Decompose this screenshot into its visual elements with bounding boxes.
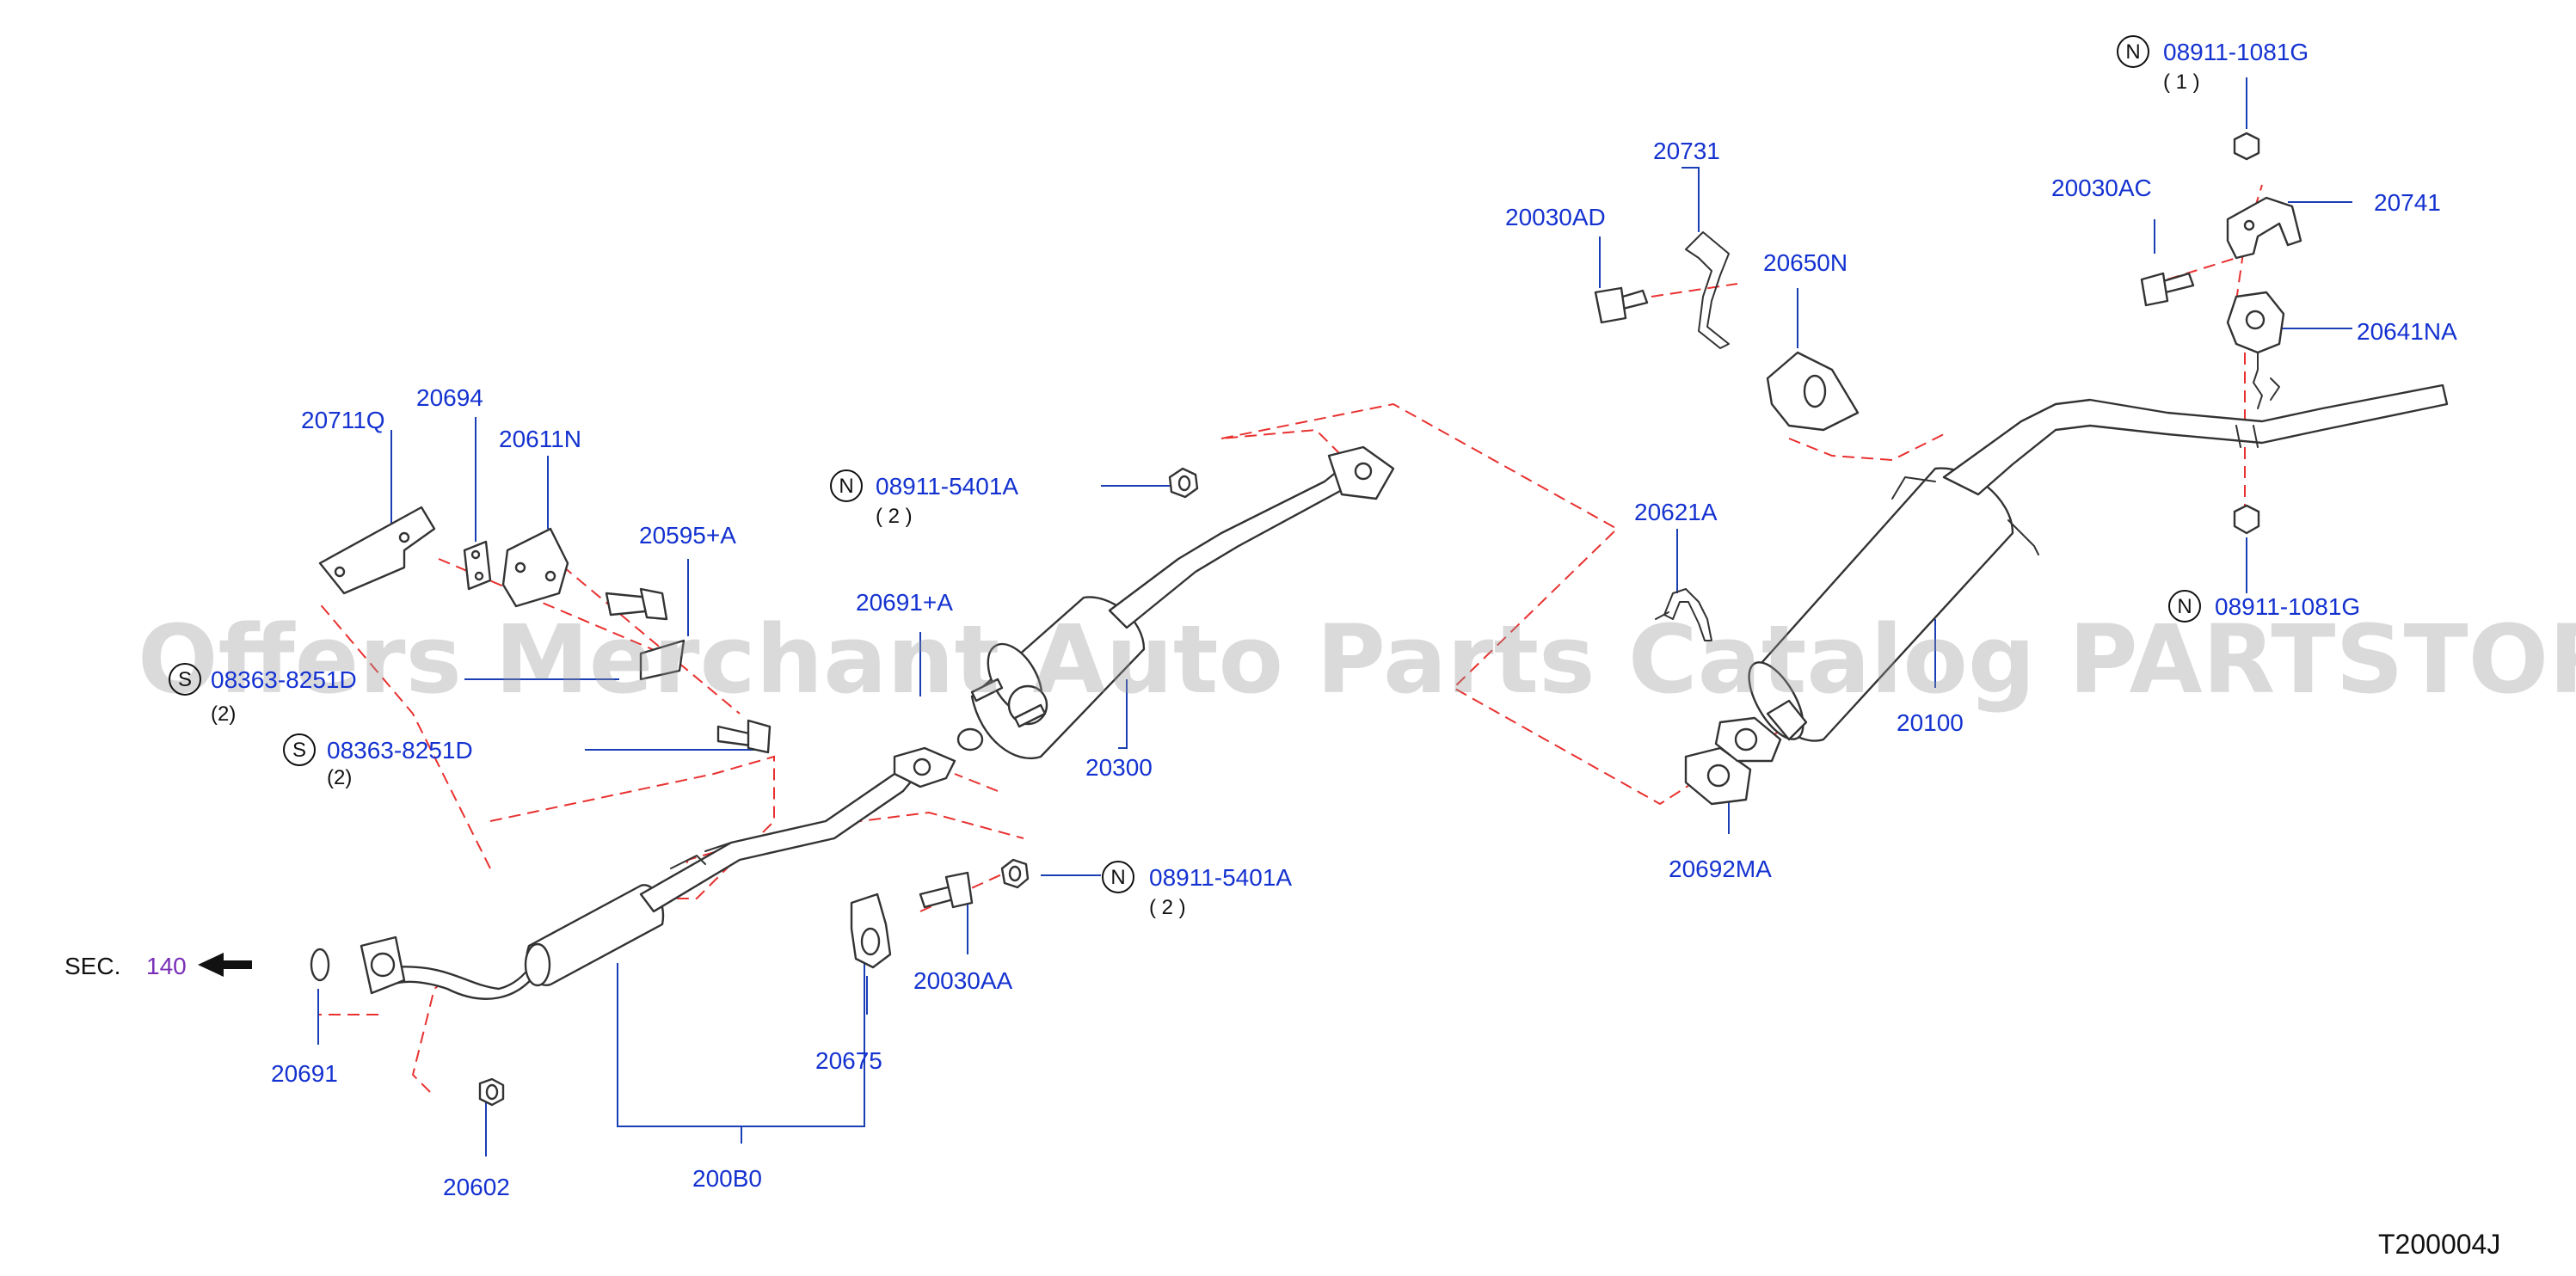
n-symbol-icon: [1102, 861, 1134, 893]
callout-20641na[interactable]: 20641NA: [2357, 318, 2457, 345]
bolt-20595a[interactable]: [605, 587, 668, 621]
callout-n2-symbol: N: [1110, 866, 1125, 889]
callout-08911-1081g-upper[interactable]: 08911-1081G: [2163, 39, 2309, 65]
insulator-20650n[interactable]: [1766, 351, 1860, 432]
nut-08911-5401a-upper[interactable]: [1168, 467, 1199, 499]
callout-08911-5401a-upper[interactable]: 08911-5401A: [876, 473, 1018, 500]
front-tube-200b0[interactable]: [360, 746, 956, 1000]
n-symbol-icon: [2117, 35, 2149, 68]
callout-20691[interactable]: 20691: [271, 1060, 338, 1087]
bolt-20030aa[interactable]: [919, 871, 974, 909]
bolt-08363-8251d[interactable]: [716, 719, 772, 754]
bracket-20741[interactable]: [2226, 196, 2302, 260]
callout-20691a[interactable]: 20691+A: [856, 589, 953, 616]
hanger-20675[interactable]: [850, 893, 892, 969]
bracket-20731[interactable]: [1685, 231, 1730, 349]
nut-08911-1081g-upper[interactable]: [2233, 132, 2260, 161]
clamp-plate[interactable]: [639, 639, 685, 681]
bracket-20711q[interactable]: [318, 506, 436, 595]
callout-n4-symbol: N: [2177, 595, 2192, 618]
callout-08911-5401a-lower[interactable]: 08911-5401A: [1149, 864, 1292, 891]
callout-08911-1081g-upper-qty: ( 1 ): [2163, 71, 2200, 94]
callout-08363-8251d-a-qty: (2): [211, 702, 236, 726]
leader-lines: [317, 77, 2352, 1156]
labels: 20711Q 20694 20611N 20595+A S 08363-8251…: [65, 35, 2500, 1260]
muffler-20100[interactable]: [1738, 383, 2449, 747]
diagram-code: T200004J: [2378, 1229, 2500, 1260]
callout-20030ac[interactable]: 20030AC: [2051, 175, 2152, 201]
callout-n3-symbol: N: [2125, 40, 2140, 64]
callout-s1-symbol: S: [178, 668, 192, 691]
nut-20602[interactable]: [478, 1077, 505, 1107]
callout-20621a[interactable]: 20621A: [1634, 499, 1718, 525]
callout-n1-symbol: N: [839, 475, 853, 498]
callout-20731[interactable]: 20731: [1653, 138, 1720, 164]
callout-20030aa[interactable]: 20030AA: [913, 967, 1013, 994]
callout-20741[interactable]: 20741: [2374, 189, 2441, 216]
callout-08363-8251d-a[interactable]: 08363-8251D: [211, 666, 357, 693]
callout-20675[interactable]: 20675: [815, 1047, 882, 1074]
callout-20611n[interactable]: 20611N: [499, 426, 581, 452]
nut-08911-5401a-lower[interactable]: [1000, 858, 1030, 889]
s-symbol-icon: [169, 663, 201, 696]
ring-20691a[interactable]: [956, 727, 984, 751]
gasket-20694[interactable]: [463, 540, 492, 591]
n-symbol-icon: [2168, 590, 2201, 623]
callout-20711q[interactable]: 20711Q: [301, 407, 385, 433]
callout-20602[interactable]: 20602: [443, 1174, 510, 1200]
callout-08363-8251d-b-qty: (2): [327, 766, 352, 789]
section-ref-prefix: SEC.: [65, 953, 120, 979]
callout-20030ad[interactable]: 20030AD: [1505, 204, 1606, 230]
catalyst-20300[interactable]: [970, 445, 1395, 759]
gasket-20692ma[interactable]: [1684, 716, 1782, 806]
callout-08911-1081g-lower[interactable]: 08911-1081G: [2215, 593, 2360, 620]
insulator-20641na[interactable]: [2226, 291, 2285, 409]
callout-20300[interactable]: 20300: [1085, 754, 1153, 781]
n-symbol-icon: [830, 469, 863, 502]
callout-20650n[interactable]: 20650N: [1763, 249, 1847, 276]
arrow-sec-140[interactable]: [198, 953, 252, 977]
callout-s2-symbol: S: [292, 739, 306, 762]
bolt-20030ac[interactable]: [2140, 272, 2195, 307]
bolt-20030ad[interactable]: [1594, 286, 1649, 324]
bracket-20611n[interactable]: [501, 527, 569, 608]
watermark: Offers Merchant Auto Parts Catalog PARTS…: [138, 604, 2576, 715]
s-symbol-icon: [283, 733, 316, 766]
callout-08363-8251d-b[interactable]: 08363-8251D: [327, 737, 473, 764]
nut-08911-1081g-lower[interactable]: [2233, 504, 2260, 535]
section-ref-number[interactable]: 140: [146, 953, 187, 979]
callout-20692ma[interactable]: 20692MA: [1669, 856, 1772, 882]
callout-20100[interactable]: 20100: [1897, 709, 1964, 736]
callout-08911-5401a-lower-qty: ( 2 ): [1149, 896, 1186, 919]
callout-20595a[interactable]: 20595+A: [639, 522, 736, 549]
callout-08911-5401a-upper-qty: ( 2 ): [876, 505, 913, 528]
ring-20691[interactable]: [310, 948, 330, 982]
callout-20694[interactable]: 20694: [416, 384, 483, 411]
hanger-20621a[interactable]: [1655, 588, 1712, 641]
callout-200b0[interactable]: 200B0: [692, 1165, 762, 1192]
